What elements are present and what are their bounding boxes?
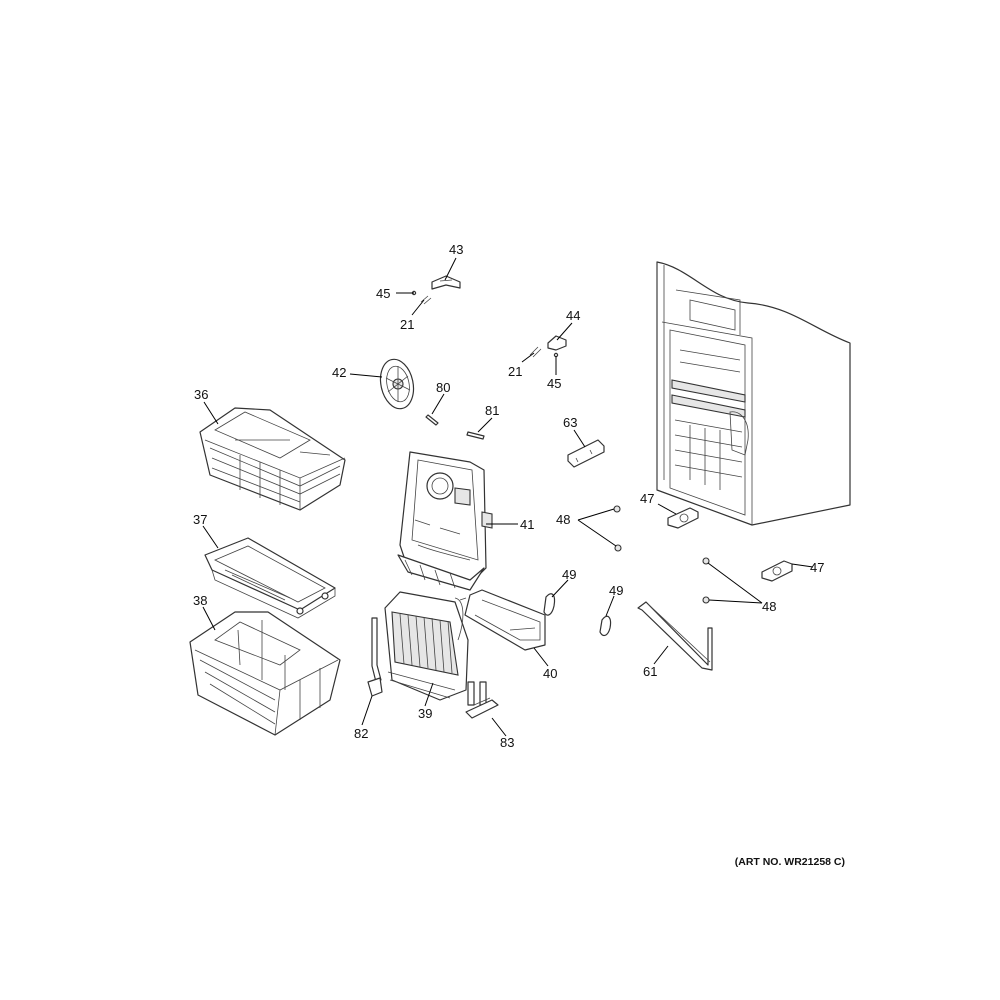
callout-38: 38	[193, 593, 207, 608]
callout-45: 45	[376, 286, 390, 301]
callout-43: 43	[449, 242, 463, 257]
evaporator-39	[384, 591, 469, 701]
callout-42: 42	[332, 365, 346, 380]
pin-81	[466, 431, 485, 440]
callout-81: 81	[485, 403, 499, 418]
freezer-cabinet	[656, 261, 851, 526]
screw-21-lower	[529, 346, 542, 358]
leader-lines	[202, 257, 814, 737]
callout-49: 49	[562, 567, 576, 582]
bracket-83	[465, 681, 499, 719]
cap-49-left	[543, 593, 556, 616]
defrost-rod-82	[367, 617, 383, 697]
callout-48: 48	[762, 599, 776, 614]
bracket-44	[547, 335, 567, 351]
bracket-43	[431, 275, 461, 290]
callout-45: 45	[547, 376, 561, 391]
callout-80: 80	[436, 380, 450, 395]
callout-83: 83	[500, 735, 514, 750]
screws-48-left	[613, 505, 622, 552]
basket-38	[189, 611, 341, 736]
callout-61: 61	[643, 664, 657, 679]
basket-37	[204, 537, 336, 619]
callout-21: 21	[508, 364, 522, 379]
callout-47: 47	[810, 560, 824, 575]
pin-80	[425, 414, 439, 426]
callout-41: 41	[520, 517, 534, 532]
roller-47-left	[667, 507, 699, 529]
callout-63: 63	[563, 415, 577, 430]
cap-49-right	[599, 615, 612, 637]
callout-44: 44	[566, 308, 580, 323]
callout-21: 21	[400, 317, 414, 332]
fan-assembly-42	[379, 358, 415, 410]
art-number-label: (ART NO. WR21258 C)	[734, 856, 845, 868]
screws-48-right	[702, 557, 710, 604]
clip-63	[567, 439, 605, 468]
callout-49: 49	[609, 583, 623, 598]
evaporator-cover-41	[397, 451, 493, 591]
callout-47: 47	[640, 491, 654, 506]
callout-36: 36	[194, 387, 208, 402]
callout-48: 48	[556, 512, 570, 527]
screw-21-upper	[420, 295, 432, 305]
callout-37: 37	[193, 512, 207, 527]
rail-61	[637, 601, 713, 671]
roller-47-right	[761, 560, 793, 582]
callout-82: 82	[354, 726, 368, 741]
callout-labels: 43 45 21 44 21 45 42 80 81 36 63 41 47 4…	[193, 242, 824, 750]
duct-40	[464, 589, 546, 651]
basket-36	[199, 407, 346, 511]
callout-40: 40	[543, 666, 557, 681]
callout-39: 39	[418, 706, 432, 721]
